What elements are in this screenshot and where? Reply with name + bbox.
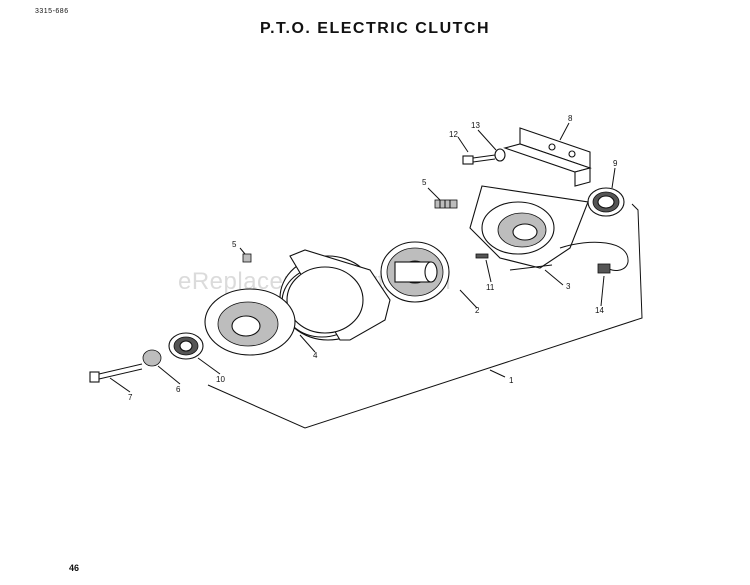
part-2-rotor — [380, 241, 450, 303]
part-8-bracket — [503, 127, 592, 187]
callout-8: 8 — [568, 114, 573, 123]
page-number: 46 — [69, 563, 80, 573]
callout-6: 6 — [176, 385, 181, 394]
leader-lines — [109, 122, 616, 393]
document-code: 3315-686 — [35, 8, 69, 15]
part-9-bearing — [587, 187, 625, 217]
part-10-bearing — [168, 332, 204, 360]
part-3-field-housing — [469, 185, 589, 271]
part-14-connector — [559, 241, 629, 274]
part-4-armature — [204, 249, 391, 356]
callout-5-upper: 5 — [422, 178, 427, 187]
assembly-bracket — [207, 203, 643, 429]
callout-1: 1 — [509, 376, 514, 385]
diagram-title: P.T.O. ELECTRIC CLUTCH — [259, 20, 491, 37]
callout-5-left: 5 — [232, 240, 237, 249]
callout-2: 2 — [475, 306, 480, 315]
callout-7: 7 — [128, 393, 133, 402]
callout-11: 11 — [486, 283, 495, 292]
callout-13: 13 — [471, 121, 480, 130]
part-6-washer — [142, 349, 162, 367]
callout-12: 12 — [449, 130, 458, 139]
callout-10: 10 — [216, 375, 225, 384]
callout-3: 3 — [566, 282, 571, 291]
callout-14: 14 — [595, 306, 604, 315]
callout-9: 9 — [613, 159, 618, 168]
callout-labels: 1 2 3 4 5 5 6 7 8 9 10 11 12 13 14 — [128, 114, 618, 402]
part-5-small-spring — [242, 253, 252, 263]
part-12-bolt — [462, 154, 496, 165]
part-11-key — [475, 253, 489, 259]
part-7-bolt — [89, 363, 143, 383]
part-5-spring — [434, 199, 458, 209]
callout-4: 4 — [313, 351, 318, 360]
part-13-washer — [494, 148, 506, 162]
